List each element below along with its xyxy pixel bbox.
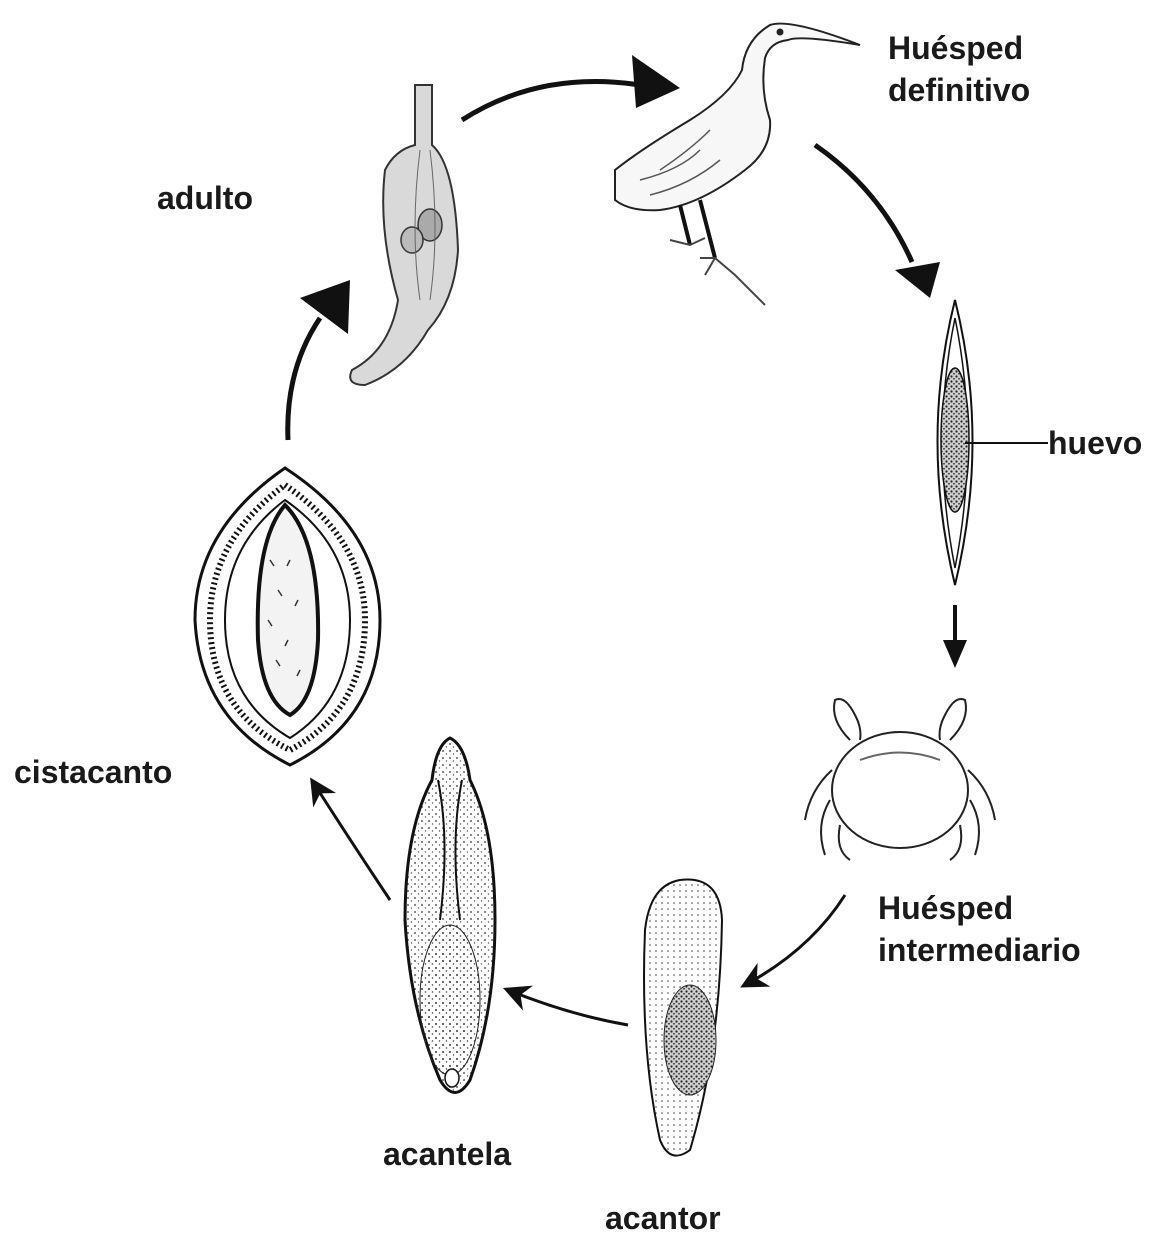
intermediate-host-text: Huésped intermediario bbox=[878, 890, 1081, 968]
definitive-host-text: Huésped definitivo bbox=[888, 30, 1030, 108]
arrow-host-to-egg bbox=[815, 145, 940, 298]
arrow-acanthella-to-cystacanth bbox=[313, 782, 390, 900]
acanthor-illustration bbox=[644, 880, 722, 1156]
definitive-host-label: Huésped definitivo bbox=[888, 28, 1030, 111]
egg-illustration bbox=[938, 300, 1049, 585]
cystacanth-illustration bbox=[195, 468, 380, 765]
adult-worm-illustration bbox=[350, 85, 458, 385]
acanthella-label: acantela bbox=[383, 1134, 511, 1176]
heron-illustration bbox=[615, 24, 860, 305]
arrow-cystacanth-to-adult bbox=[288, 280, 350, 440]
adult-label: adulto bbox=[157, 178, 253, 220]
acanthella-illustration bbox=[405, 738, 495, 1093]
arrow-crab-to-acanthor bbox=[745, 895, 845, 985]
acanthor-label: acantor bbox=[605, 1198, 721, 1240]
cystacanth-label: cistacanto bbox=[14, 752, 172, 794]
intermediate-host-label: Huésped intermediario bbox=[878, 888, 1081, 971]
arrow-adult-to-host bbox=[462, 55, 680, 120]
crab-illustration bbox=[805, 699, 995, 860]
arrow-egg-to-crab bbox=[943, 605, 967, 668]
egg-label: huevo bbox=[1048, 423, 1142, 465]
arrow-acanthor-to-acanthella bbox=[508, 990, 628, 1025]
